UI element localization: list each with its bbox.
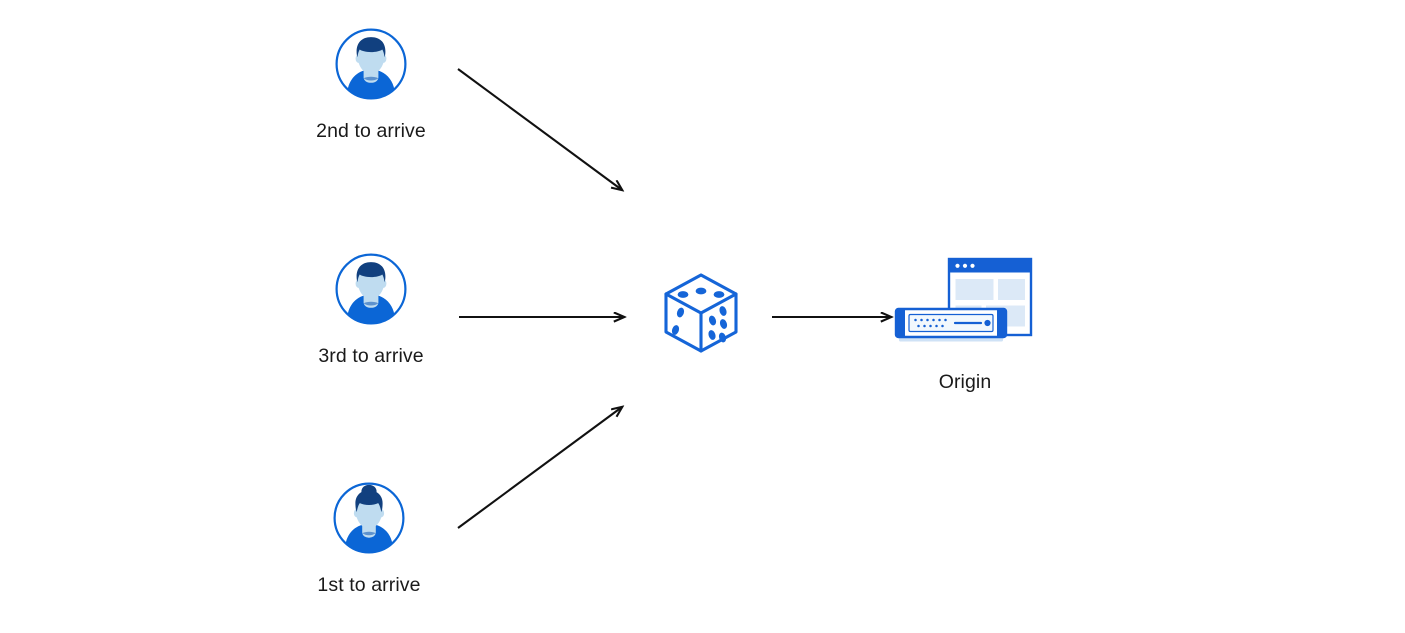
node-randomizer[interactable] [651,263,751,363]
user-avatar-icon [333,482,405,554]
avatar [296,25,446,103]
arrow-user-bottom-to-dice [457,407,622,529]
avatar [294,479,444,557]
browser-block [955,279,994,300]
avatar [296,250,446,328]
node-origin[interactable]: Origin [870,255,1060,393]
node-label-origin: Origin [938,371,992,393]
origin-icon-wrap [870,255,1060,355]
node-user-top[interactable]: 2nd to arrive [296,25,446,142]
browser-dot [962,263,968,268]
server-device [894,307,1008,342]
dice-icon [664,273,738,353]
user-avatar-icon [335,253,407,325]
browser-block [998,279,1025,300]
node-label-user-middle: 3rd to arrive [318,345,424,367]
browser-dot [955,263,960,268]
browser-dot [970,263,975,268]
node-label-user-top: 2nd to arrive [316,120,426,142]
node-user-middle[interactable]: 3rd to arrive [296,250,446,367]
user-avatar-icon [335,28,407,100]
arrow-user-top-to-dice [457,68,622,190]
origin-server-icon [894,257,1033,342]
node-label-user-bottom: 1st to arrive [317,574,421,596]
node-user-bottom[interactable]: 1st to arrive [294,479,444,596]
server-led-grid [914,318,947,328]
